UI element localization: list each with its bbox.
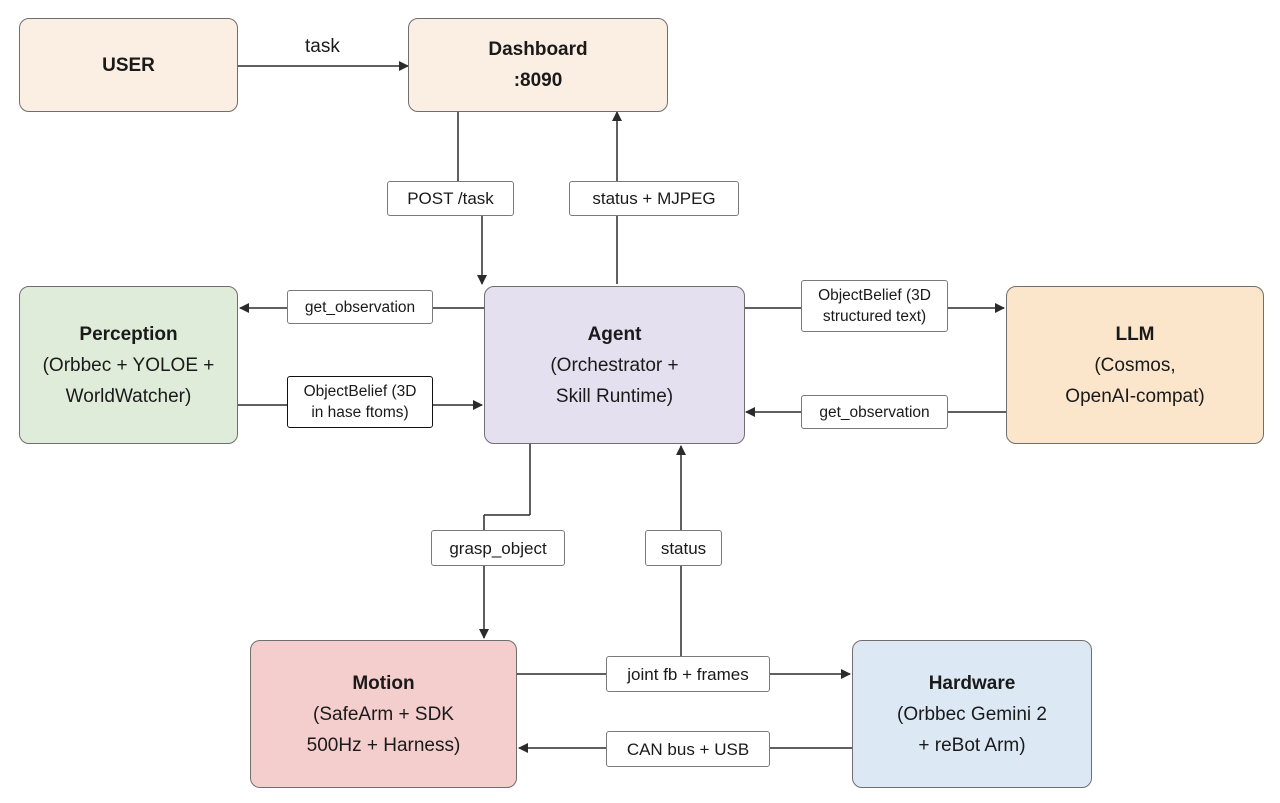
dashboard-port: :8090 bbox=[513, 70, 563, 91]
perception-title: Perception bbox=[79, 323, 178, 345]
edge-label-can-bus-usb: CAN bus + USB bbox=[606, 731, 770, 767]
edge-label-task: task bbox=[305, 36, 340, 57]
llm-line-1: (Cosmos, bbox=[1094, 354, 1176, 376]
llm-title: LLM bbox=[1115, 323, 1155, 345]
get-observation-perception-text: get_observation bbox=[304, 298, 416, 316]
agent-node: Agent (Orchestrator + Skill Runtime) bbox=[484, 286, 745, 444]
hardware-node: Hardware (Orbbec Gemini 2 + reBot Arm) bbox=[852, 640, 1092, 788]
perception-line-2: WorldWatcher) bbox=[65, 385, 192, 407]
status-text: status bbox=[660, 538, 707, 558]
llm-line-2: OpenAI-compat) bbox=[1065, 385, 1205, 407]
grasp-object-text: grasp_object bbox=[449, 538, 547, 558]
edge-label-grasp-object: grasp_object bbox=[431, 530, 565, 566]
edge-label-status-mjpeg: status + MJPEG bbox=[569, 181, 739, 216]
hardware-line-1: (Orbbec Gemini 2 bbox=[897, 703, 1047, 725]
can-bus-usb-text: CAN bus + USB bbox=[626, 739, 750, 759]
edge-label-joint-fb-frames: joint fb + frames bbox=[606, 656, 770, 692]
llm-node: LLM (Cosmos, OpenAI-compat) bbox=[1006, 286, 1264, 444]
motion-line-2: 500Hz + Harness) bbox=[306, 734, 461, 756]
objectbelief-perception-line-1: ObjectBelief (3D bbox=[303, 383, 417, 400]
edge-label-objectbelief-llm: ObjectBelief (3D structured text) bbox=[801, 280, 948, 332]
motion-line-1: (SafeArm + SDK bbox=[313, 703, 454, 725]
objectbelief-perception-line-2: in hase ftoms) bbox=[311, 404, 409, 421]
edge-label-objectbelief-perception: ObjectBelief (3D in hase ftoms) bbox=[287, 376, 433, 428]
perception-node: Perception (Orbbec + YOLOE + WorldWatche… bbox=[19, 286, 238, 444]
user-title: USER bbox=[102, 54, 155, 76]
status-mjpeg-text: status + MJPEG bbox=[592, 189, 716, 208]
get-observation-llm-text: get_observation bbox=[819, 403, 930, 421]
objectbelief-llm-line-2: structured text) bbox=[822, 308, 927, 325]
hardware-title: Hardware bbox=[928, 672, 1016, 694]
user-node: USER bbox=[19, 18, 238, 112]
agent-line-1: (Orchestrator + bbox=[550, 354, 679, 376]
edge-label-get-observation-perception: get_observation bbox=[287, 290, 433, 324]
edge-label-post-task: POST /task bbox=[387, 181, 514, 216]
hardware-line-2: + reBot Arm) bbox=[918, 734, 1026, 756]
dashboard-node: Dashboard :8090 bbox=[408, 18, 668, 112]
objectbelief-llm-line-1: ObjectBelief (3D bbox=[818, 287, 931, 304]
perception-line-1: (Orbbec + YOLOE + bbox=[42, 354, 215, 376]
agent-line-2: Skill Runtime) bbox=[555, 385, 674, 407]
joint-fb-frames-text: joint fb + frames bbox=[627, 664, 749, 684]
motion-title: Motion bbox=[352, 672, 415, 694]
agent-title: Agent bbox=[587, 323, 642, 345]
dashboard-title: Dashboard bbox=[488, 39, 588, 60]
edge-label-get-observation-llm: get_observation bbox=[801, 395, 948, 429]
motion-node: Motion (SafeArm + SDK 500Hz + Harness) bbox=[250, 640, 517, 788]
edge-label-status: status bbox=[645, 530, 722, 566]
post-task-text: POST /task bbox=[407, 189, 494, 208]
